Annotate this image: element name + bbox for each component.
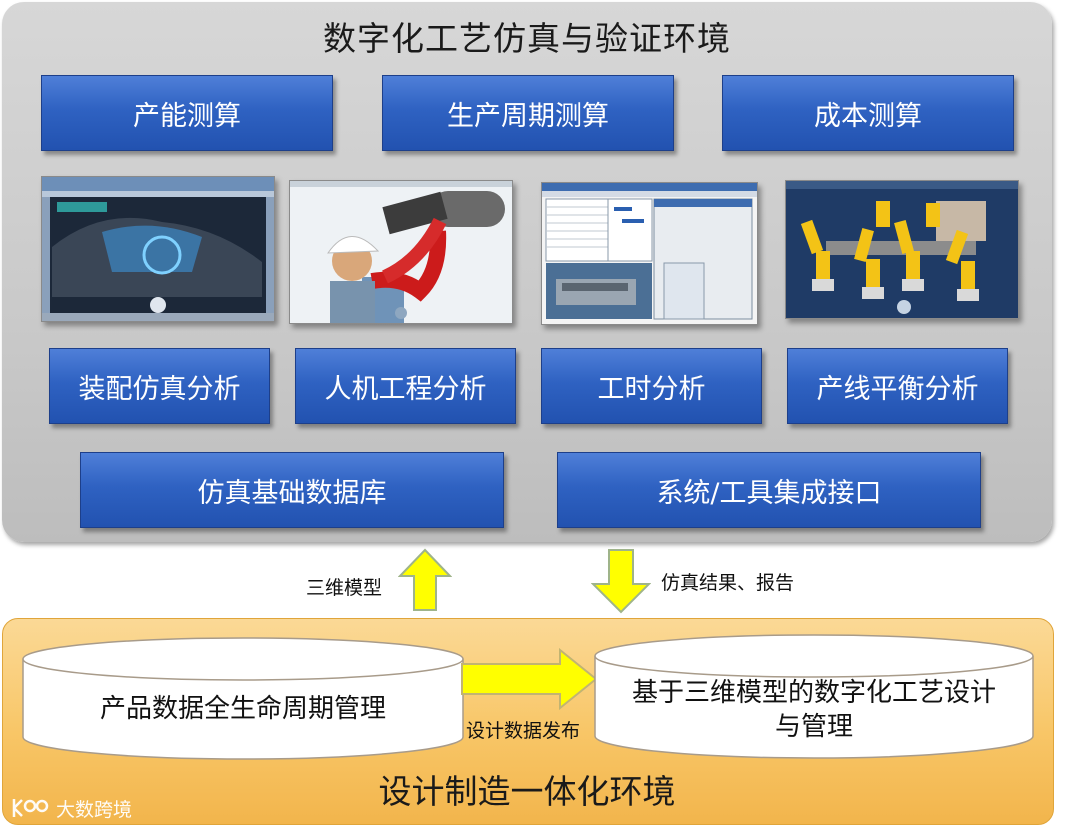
digital-process-label-line1: 基于三维模型的数字化工艺设计 (594, 676, 1034, 710)
right-arrow-label: 设计数据发布 (466, 716, 580, 743)
assembly-simulation-image (41, 176, 275, 322)
right-arrow-icon (460, 648, 598, 710)
watermark-text: 大数跨境 (56, 795, 132, 822)
line-balance-analysis-button[interactable]: 产线平衡分析 (787, 348, 1008, 424)
time-analysis-image (541, 182, 758, 325)
cost-calc-button[interactable]: 成本测算 (722, 75, 1014, 151)
simulation-environment-title: 数字化工艺仿真与验证环境 (0, 12, 1054, 60)
ergonomics-analysis-button[interactable]: 人机工程分析 (295, 348, 516, 424)
up-arrow-icon (398, 548, 452, 612)
capacity-calc-button[interactable]: 产能测算 (41, 75, 333, 151)
digital-process-label: 基于三维模型的数字化工艺设计 与管理 (594, 676, 1034, 744)
down-arrow-icon (591, 548, 651, 614)
ergonomics-image (289, 180, 513, 324)
design-manufacturing-title: 设计制造一体化环境 (0, 765, 1054, 813)
watermark-logo-icon (10, 795, 50, 821)
up-arrow-label: 三维模型 (306, 573, 382, 600)
production-line-image (785, 180, 1019, 319)
digital-process-label-line2: 与管理 (594, 710, 1034, 744)
simulation-database-button[interactable]: 仿真基础数据库 (80, 452, 504, 528)
down-arrow-label: 仿真结果、报告 (661, 568, 794, 595)
watermark: 大数跨境 (10, 793, 132, 823)
system-integration-interface-button[interactable]: 系统/工具集成接口 (557, 452, 981, 528)
assembly-simulation-button[interactable]: 装配仿真分析 (49, 348, 270, 424)
time-analysis-button[interactable]: 工时分析 (541, 348, 762, 424)
product-data-label: 产品数据全生命周期管理 (22, 692, 464, 726)
production-cycle-calc-button[interactable]: 生产周期测算 (382, 75, 674, 151)
